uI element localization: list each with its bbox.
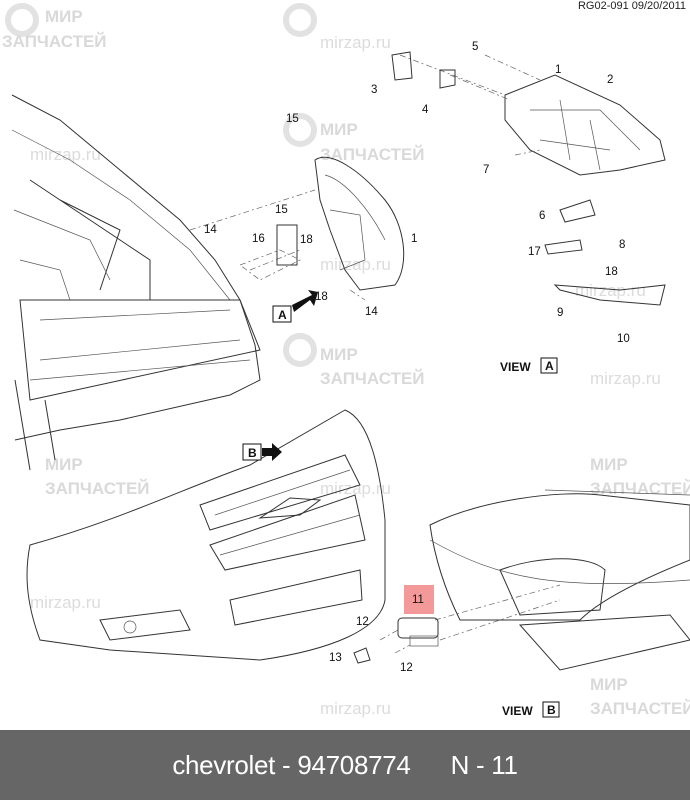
svg-text:VIEW: VIEW: [500, 360, 531, 374]
part-11-sensor: [353, 617, 439, 664]
part-info-bar: chevrolet - 94708774 N - 11: [0, 730, 690, 800]
highlighted-part-marker: [404, 585, 434, 614]
parts-diagram: МИР ЗАПЧАСТЕЙ mirzap.ru МИР ЗАПЧАСТЕЙ mi…: [2, 3, 690, 718]
watermark-site: mirzap.ru: [320, 255, 391, 274]
callout-1: 1: [555, 64, 561, 76]
watermark-site: mirzap.ru: [320, 479, 391, 498]
callout-3: 3: [371, 84, 377, 96]
callout-9: 9: [557, 307, 563, 319]
brand-part-number: chevrolet - 94708774: [172, 749, 411, 780]
callout-15: 15: [275, 204, 288, 216]
callout-16: 16: [252, 233, 265, 245]
callout-14: 14: [204, 224, 217, 236]
front-bumper: [26, 409, 386, 661]
headlamp-assembly: [189, 156, 405, 301]
callout-7: 7: [483, 164, 489, 176]
watermark-text: ЗАПЧАСТЕЙ: [590, 479, 690, 498]
watermark-site: mirzap.ru: [30, 145, 101, 164]
watermark-text: ЗАПЧАСТЕЙ: [320, 369, 425, 388]
watermark-site: mirzap.ru: [320, 33, 391, 52]
diagram-reference: RG02-091 09/20/2011: [577, 0, 686, 12]
headlamp-rear-view: [391, 51, 666, 306]
svg-text:B: B: [547, 703, 556, 717]
callout-10: 10: [617, 333, 630, 345]
callout-13: 13: [329, 652, 342, 664]
callout-2: 2: [607, 74, 613, 86]
callout-6: 6: [539, 210, 545, 222]
callout-12: 12: [356, 616, 369, 628]
view-a-marker: A: [272, 290, 318, 323]
watermark-text: МИР: [320, 120, 358, 139]
callout-labels: 5 3 4 1 2 15 7 1 14 15 16 18 18 14 6 17 …: [204, 41, 630, 674]
watermark-text: МИР: [590, 675, 628, 694]
callout-18: 18: [315, 291, 328, 303]
callout-1: 1: [411, 233, 417, 245]
callout-12: 12: [400, 662, 413, 674]
watermark-text: ЗАПЧАСТЕЙ: [590, 699, 690, 718]
callout-5: 5: [472, 41, 478, 53]
watermark-text: ЗАПЧАСТЕЙ: [320, 145, 425, 164]
callout-8: 8: [619, 239, 625, 251]
watermark-site: mirzap.ru: [575, 281, 646, 300]
watermark-text: МИР: [45, 455, 83, 474]
diagram-position-number: N - 11: [450, 749, 518, 780]
watermark-site: mirzap.ru: [320, 699, 391, 718]
svg-text:A: A: [278, 308, 287, 322]
svg-text:VIEW: VIEW: [502, 704, 533, 718]
watermark-text: ЗАПЧАСТЕЙ: [2, 32, 107, 51]
view-b-marker: B: [242, 443, 282, 461]
watermark-site: mirzap.ru: [590, 369, 661, 388]
callout-18: 18: [605, 266, 618, 278]
watermark-site: mirzap.ru: [30, 593, 101, 612]
callout-14: 14: [365, 306, 378, 318]
view-a-label: VIEW A: [500, 357, 558, 374]
front-body-structure: [11, 94, 261, 471]
svg-text:A: A: [545, 359, 554, 373]
callout-18: 18: [300, 234, 313, 246]
callout-17: 17: [528, 246, 541, 258]
svg-text:B: B: [248, 446, 257, 460]
callout-15: 15: [286, 113, 299, 125]
view-b-label: VIEW B: [502, 701, 560, 718]
watermark-text: МИР: [320, 345, 358, 364]
watermark-text: МИР: [45, 7, 83, 26]
watermark-text: ЗАПЧАСТЕЙ: [45, 479, 150, 498]
callout-11: 11: [412, 594, 424, 606]
watermark-group: МИР ЗАПЧАСТЕЙ mirzap.ru МИР ЗАПЧАСТЕЙ mi…: [2, 3, 690, 718]
callout-4: 4: [422, 104, 429, 116]
bumper-side-view: [429, 489, 690, 671]
watermark-text: МИР: [590, 455, 628, 474]
